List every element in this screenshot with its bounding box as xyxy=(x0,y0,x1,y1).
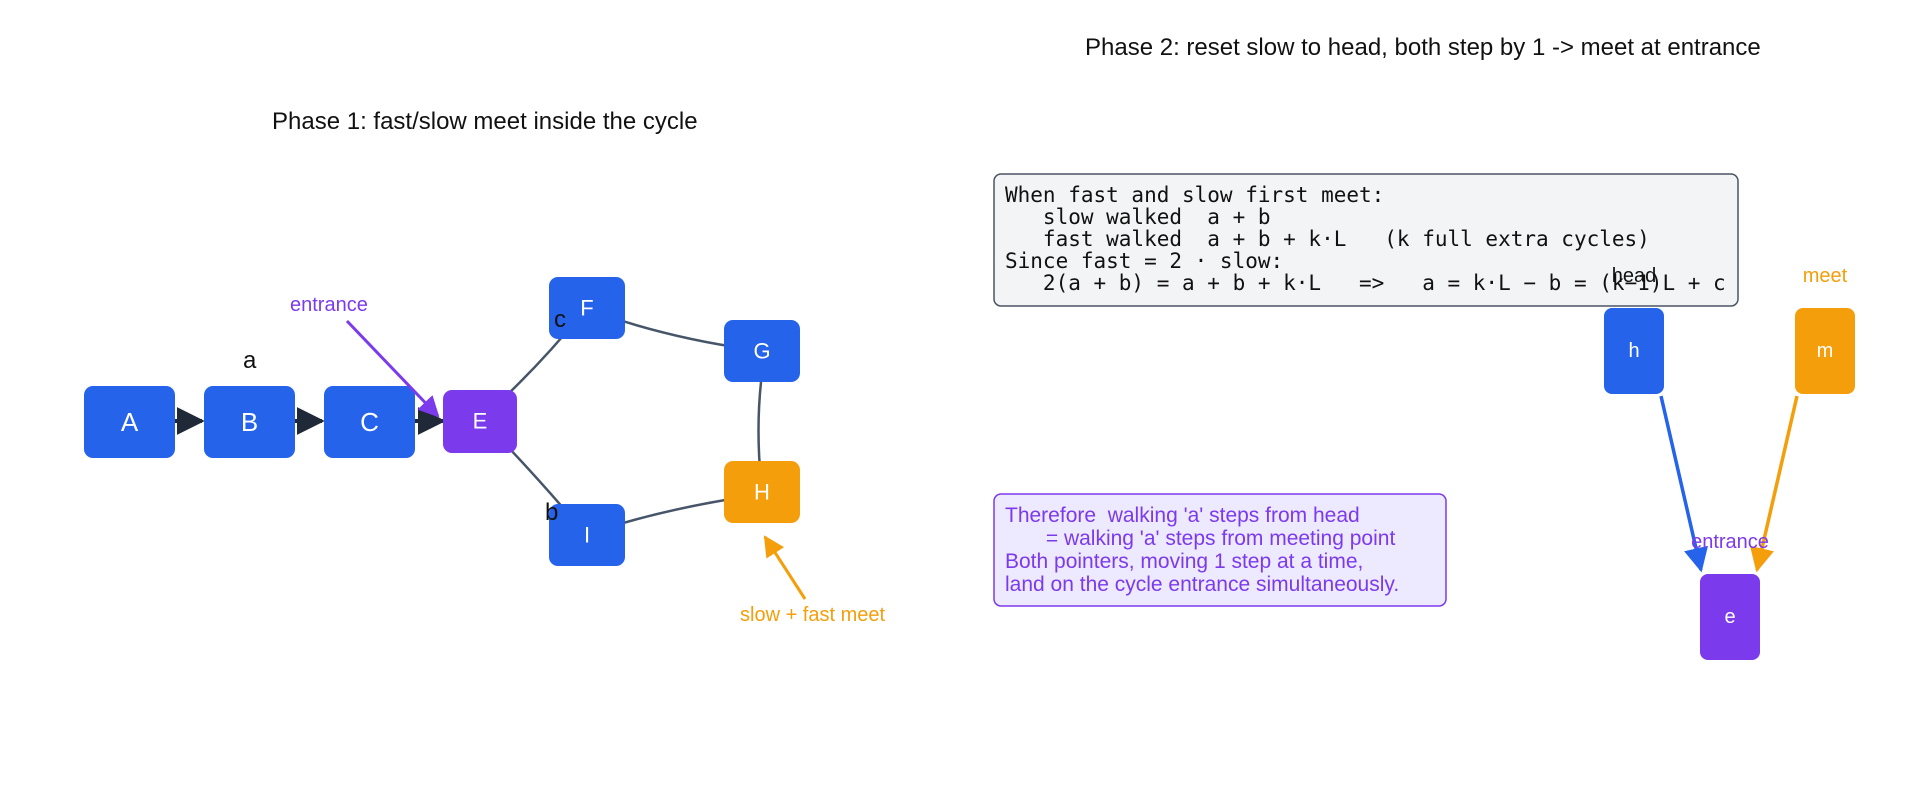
edge-label-b: b xyxy=(545,499,558,526)
math-line-3: fast walked a + b + k·L (k full extra cy… xyxy=(1005,227,1650,251)
edge-m-e xyxy=(1750,395,1799,573)
math-line-2: slow walked a + b xyxy=(1005,205,1271,229)
node-e-box xyxy=(443,390,517,453)
node-c-box xyxy=(324,386,415,458)
node-head-label: h xyxy=(1628,340,1639,362)
node-f-box xyxy=(549,277,625,339)
math-box xyxy=(993,173,1739,307)
node-meet-box xyxy=(1795,308,1855,394)
head-annotation: head xyxy=(1612,265,1657,287)
math-line-5: 2(a + b) = a + b + k·L => a = k·L − b = … xyxy=(1005,271,1726,295)
entrance-pointer-arrow xyxy=(345,319,440,418)
node-b-box xyxy=(204,386,295,458)
node-g-box xyxy=(724,320,800,382)
node-entrance-label: e xyxy=(1724,606,1735,628)
therefore-box xyxy=(993,493,1447,607)
math-line-4: Since fast = 2 · slow: xyxy=(1005,249,1283,273)
node-a-box xyxy=(84,386,175,458)
meet-point-pointer-arrow xyxy=(763,535,807,600)
node-h-box xyxy=(724,461,800,523)
node-i-label: I xyxy=(584,523,590,548)
phase2-title: Phase 2: reset slow to head, both step b… xyxy=(1085,34,1761,61)
node-entrance-box xyxy=(1700,574,1760,660)
edge-label-c: c xyxy=(554,306,566,333)
node-e-label: E xyxy=(473,409,488,434)
edge-h-e xyxy=(1659,395,1708,573)
entrance-annotation: entrance xyxy=(290,294,368,316)
therefore-line-2: = walking 'a' steps from meeting point xyxy=(1005,527,1395,550)
meet-point-annotation: slow + fast meet xyxy=(740,604,886,626)
node-g-label: G xyxy=(753,339,770,364)
therefore-line-1: Therefore walking 'a' steps from head xyxy=(1005,504,1360,527)
node-h-label: H xyxy=(754,480,770,505)
node-i-box xyxy=(549,504,625,566)
node-meet-label: m xyxy=(1817,340,1834,362)
node-a-label: A xyxy=(121,407,139,437)
node-f-label: F xyxy=(580,296,593,321)
node-head-box xyxy=(1604,308,1664,394)
node-c-label: C xyxy=(360,407,379,437)
phase1-title: Phase 1: fast/slow meet inside the cycle xyxy=(272,108,698,135)
therefore-line-4: land on the cycle entrance simultaneousl… xyxy=(1005,573,1399,596)
therefore-line-3: Both pointers, moving 1 step at a time, xyxy=(1005,550,1363,573)
node-b-label: B xyxy=(241,407,258,437)
edge-label-a: a xyxy=(243,347,257,374)
math-line-1: When fast and slow first meet: xyxy=(1005,183,1384,207)
meet-annotation: meet xyxy=(1803,265,1848,287)
entrance2-annotation: entrance xyxy=(1691,531,1769,553)
